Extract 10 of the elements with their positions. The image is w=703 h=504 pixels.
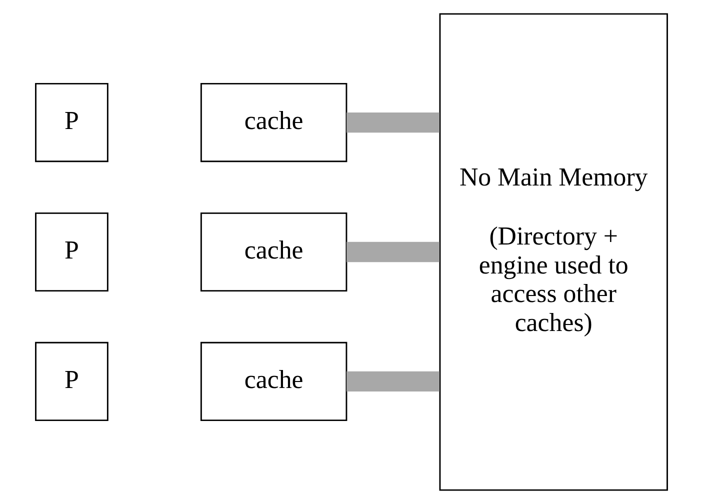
node-box: P: [35, 212, 108, 292]
node-box: cache: [200, 82, 348, 162]
connector: [346, 112, 440, 133]
node-box: No Main Memory (Directory + engine used to access other caches): [439, 13, 668, 491]
connector: [346, 242, 440, 262]
node-box: cache: [200, 342, 348, 422]
node-box: P: [35, 82, 108, 162]
connector: [346, 371, 440, 392]
node-box: cache: [200, 212, 348, 292]
node-box: P: [35, 342, 108, 422]
